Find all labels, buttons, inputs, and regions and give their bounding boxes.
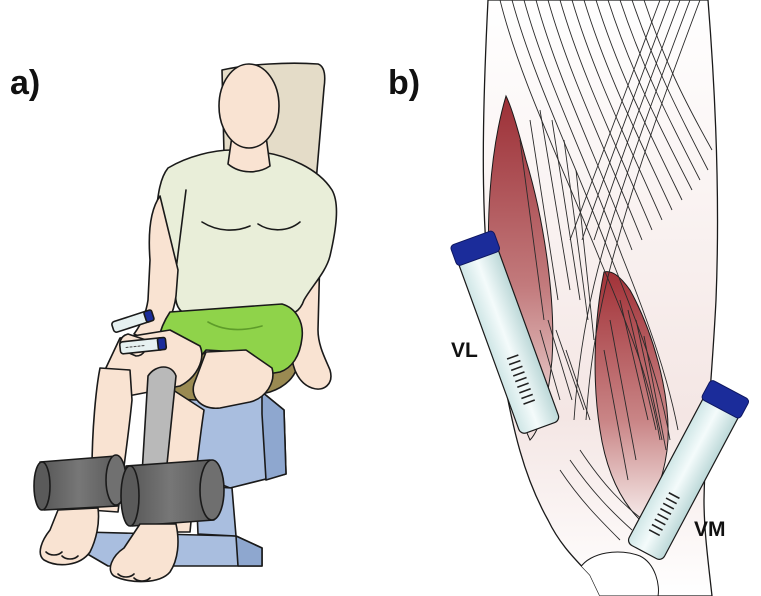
shirt — [152, 150, 337, 316]
leg-pad-right — [121, 460, 224, 526]
panel-a-drawing — [34, 63, 336, 581]
panel-a-label: a) — [10, 66, 40, 100]
vm-label: VM — [694, 519, 726, 540]
vl-label: VL — [451, 340, 478, 361]
panel-b-drawing — [450, 0, 750, 596]
head — [219, 64, 279, 148]
leg-pad-left — [34, 455, 126, 510]
panel-b-label: b) — [388, 66, 420, 100]
